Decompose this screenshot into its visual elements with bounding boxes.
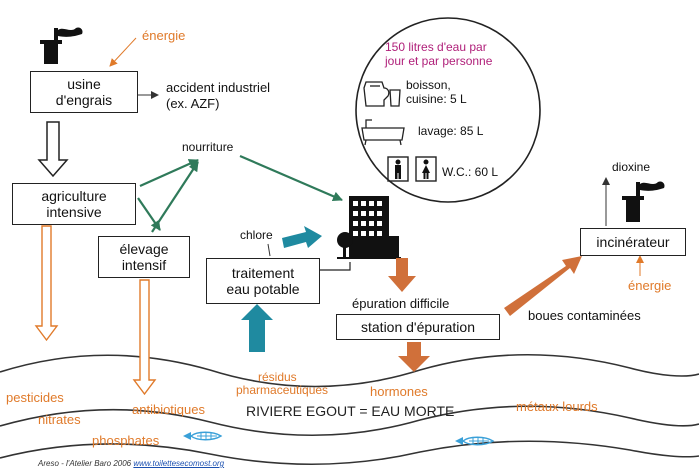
wc-woman-icon bbox=[415, 156, 437, 182]
traitement-line2: eau potable bbox=[226, 281, 300, 297]
water-usage-circle bbox=[355, 17, 541, 203]
station-box: station d'épuration bbox=[336, 314, 500, 340]
river-bank-top bbox=[0, 353, 699, 388]
agriculture-box: agriculture intensive bbox=[12, 183, 136, 225]
arrow-city-to-station bbox=[388, 258, 416, 292]
connector-city-station bbox=[320, 262, 351, 271]
arrow-boues-to-incinerator bbox=[504, 256, 582, 316]
epuration-difficile-label: épuration difficile bbox=[352, 296, 450, 311]
wc-label: W.C.: 60 L bbox=[442, 165, 499, 179]
jug-cup-icon bbox=[363, 81, 401, 107]
boisson-line1: boisson, bbox=[406, 78, 451, 92]
caption-link[interactable]: www.toilettesecomost.org bbox=[133, 459, 225, 468]
source-caption: Areso - l'Atelier Baro 2006 www.toilette… bbox=[38, 459, 224, 468]
chlore-pointer-line bbox=[267, 243, 271, 257]
arrow-nourriture-to-city bbox=[239, 154, 343, 202]
arrow-agri-to-elevage bbox=[137, 197, 161, 231]
river-bank-middle bbox=[0, 405, 699, 437]
dead-fish-icon-2 bbox=[455, 436, 495, 446]
wc-man-icon bbox=[387, 156, 409, 182]
elevage-box: élevage intensif bbox=[98, 236, 190, 278]
accident-line1: accident industriel bbox=[166, 80, 271, 95]
energie-top-label: énergie bbox=[142, 28, 186, 43]
incinerateur-box: incinérateur bbox=[580, 228, 686, 256]
usine-line2: d'engrais bbox=[55, 92, 113, 108]
antibiotiques-label: antibiotiques bbox=[132, 402, 205, 417]
caption-text: Areso - l'Atelier Baro 2006 bbox=[38, 459, 132, 468]
arrow-agri-pollution bbox=[34, 225, 59, 342]
boues-label: boues contaminées bbox=[528, 308, 641, 323]
arrow-chlore-to-city bbox=[282, 226, 322, 248]
pesticides-label: pesticides bbox=[6, 390, 64, 405]
river-bank-bottom bbox=[0, 440, 699, 466]
dead-fish-icon bbox=[183, 431, 223, 441]
bathtub-icon bbox=[361, 119, 405, 146]
arrow-elevage-pollution bbox=[132, 279, 157, 396]
residus-line1: résidus bbox=[258, 370, 297, 384]
nitrates-label: nitrates bbox=[38, 412, 81, 427]
lavage-label: lavage: 85 L bbox=[418, 124, 484, 138]
agriculture-line2: intensive bbox=[46, 204, 102, 220]
energie-right-label: énergie bbox=[628, 278, 672, 293]
arrow-usine-to-agriculture bbox=[37, 121, 69, 178]
nourriture-label: nourriture bbox=[182, 140, 234, 154]
residus-line2: pharmaceutiques bbox=[236, 383, 329, 397]
circle-title-line1: 150 litres d'eau par bbox=[385, 40, 487, 54]
metaux-label: métaux lourds bbox=[516, 399, 598, 414]
traitement-box: traitement eau potable bbox=[206, 258, 320, 304]
arrow-elevage-to-nourriture bbox=[151, 161, 199, 233]
usine-box: usine d'engrais bbox=[30, 71, 138, 113]
arrow-agri-to-nourriture bbox=[139, 158, 199, 188]
circle-title-line2: jour et par personne bbox=[385, 54, 493, 68]
station-label: station d'épuration bbox=[361, 319, 475, 335]
factory-icon bbox=[40, 27, 83, 64]
agriculture-line1: agriculture bbox=[41, 188, 107, 204]
incinerator-chimney-icon bbox=[622, 181, 665, 222]
accident-line2: (ex. AZF) bbox=[166, 96, 220, 111]
hormones-label: hormones bbox=[370, 384, 428, 399]
usine-line1: usine bbox=[67, 76, 101, 92]
arrow-river-to-traitement bbox=[241, 304, 273, 352]
arrow-energy-to-usine bbox=[109, 37, 137, 67]
riviere-label: RIVIERE EGOUT = EAU MORTE bbox=[246, 403, 455, 419]
traitement-line1: traitement bbox=[231, 265, 295, 281]
boisson-line2: cuisine: 5 L bbox=[406, 92, 467, 106]
incinerateur-label: incinérateur bbox=[596, 234, 670, 250]
arrow-station-to-river bbox=[398, 342, 430, 372]
elevage-line1: élevage bbox=[119, 241, 169, 257]
city-buildings-icon bbox=[337, 196, 401, 259]
phosphates-label: phosphates bbox=[92, 433, 160, 448]
elevage-line2: intensif bbox=[121, 257, 167, 273]
dioxine-label: dioxine bbox=[612, 160, 651, 174]
chlore-label: chlore bbox=[240, 228, 273, 242]
